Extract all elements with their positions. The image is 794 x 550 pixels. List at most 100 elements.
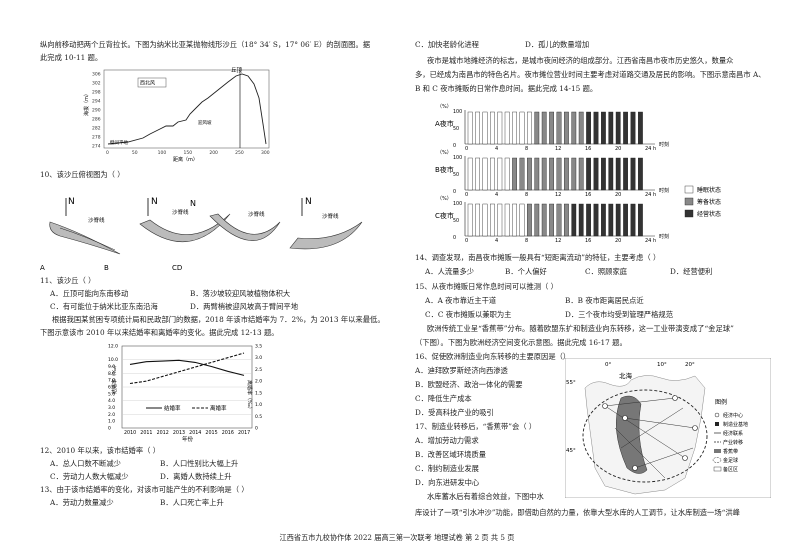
q15-option-b[interactable]: B．B 夜市距离居民点近 <box>565 296 644 305</box>
marriage-right-tick: 2.5 <box>255 367 262 373</box>
market-hour-bar <box>512 111 518 145</box>
q14-option-c[interactable]: C．照顾家庭 <box>585 267 628 276</box>
q12-option-c[interactable]: C．劳动力人数大幅减少 <box>50 472 129 481</box>
market-legend-swatch <box>684 197 694 206</box>
q15-option-a[interactable]: A．A 夜市靠近主干道 <box>425 296 497 305</box>
market-xtick: 0 <box>465 146 468 152</box>
market-hour-bar <box>593 111 599 145</box>
market-xtick: 20 <box>615 238 621 244</box>
market-label: B夜市 <box>435 165 454 174</box>
market-hour-bar <box>526 111 532 145</box>
market-ylabel: （%） <box>437 150 452 156</box>
q13-option-c[interactable]: C．加快老龄化进程 <box>415 40 479 49</box>
marriage-xtick: 2014 <box>189 430 201 436</box>
q17-option-b[interactable]: B．改善区域环境质量 <box>415 450 487 459</box>
wind-label: 西北风 <box>140 80 155 87</box>
market-ytick: 50 <box>453 172 459 178</box>
q11-option-c[interactable]: C．有可能位于纳米比亚东南沿海 <box>50 302 158 311</box>
q13-option-d[interactable]: D．孤儿的数量增加 <box>525 40 590 49</box>
dune-profile-line <box>107 73 267 145</box>
dune-ytick: 302 <box>92 81 101 87</box>
market-hour-bar <box>630 157 636 191</box>
market-label: A夜市 <box>435 119 454 128</box>
market-xtick: 0 <box>465 238 468 244</box>
lon-0: 0° <box>605 362 611 368</box>
market-hour-bar <box>637 157 643 191</box>
economic-centers <box>602 395 698 471</box>
q12-option-a[interactable]: A．总人口数不断减少 <box>50 459 121 468</box>
market-hour-bar <box>534 157 540 191</box>
q13-option-a[interactable]: A．劳动力数量减少 <box>50 498 114 507</box>
market-hour-bar <box>549 111 555 145</box>
legend-industry-transfer: 产业转移 <box>723 439 743 446</box>
market-hour-bar <box>586 157 591 191</box>
q15-option-c[interactable]: C．C 夜市摊贩以兼职为主 <box>425 310 512 319</box>
q17-option-d[interactable]: D．向东进研发中心 <box>415 478 480 487</box>
q16-option-b[interactable]: B．欧盟经济、政治一体化的需要 <box>415 380 523 389</box>
dune-xtick: 0 <box>106 150 109 156</box>
market-hour-bar <box>519 157 525 191</box>
market-hour-bar <box>490 111 495 145</box>
market-ytick: 0 <box>453 189 456 195</box>
banana-belt <box>616 395 648 474</box>
marriage-xtick: 2011 <box>140 430 152 436</box>
market-hour-bar <box>541 157 547 191</box>
intro-12-line2: 下图示意该市 2010 年以来结婚率和离婚率的变化。据此完成 12-13 题。 <box>40 328 279 337</box>
q12-option-d[interactable]: D．离婚人数持续上升 <box>160 472 232 481</box>
q14-option-d[interactable]: D．经营便利 <box>670 267 713 276</box>
q11-option-b[interactable]: B．落沙坡较迎风坡植物体积大 <box>190 289 291 298</box>
market-hour-bar <box>497 203 503 237</box>
market-hour-bar <box>586 203 591 237</box>
market-hour-bar <box>593 157 599 191</box>
market-hour-bar <box>637 203 643 237</box>
marriage-left-tick: 1.0 <box>108 419 115 425</box>
dune-ytick: 274 <box>92 144 101 150</box>
market-hour-bar <box>526 157 532 191</box>
q11-option-a[interactable]: A．丘顶可能向东南移动 <box>50 289 129 298</box>
market-xtick: 12 <box>555 192 561 198</box>
q17-option-a[interactable]: A．增加劳动力需求 <box>415 436 479 445</box>
marriage-xtick: 2010 <box>124 430 136 436</box>
legend-economic-center: 经济中心 <box>723 412 743 419</box>
market-hour-bar <box>482 111 488 145</box>
market-hour-bar <box>600 111 606 145</box>
market-hour-bar <box>475 157 481 191</box>
q15-option-d[interactable]: D．三个夜市均受到管理严格规范 <box>565 310 674 319</box>
q16-option-d[interactable]: D．受高科技产业的吸引 <box>415 408 494 417</box>
marriage-xlabel: 年份 <box>182 435 194 442</box>
q16-option-c[interactable]: C．降低生产成本 <box>415 394 472 403</box>
marriage-left-tick: 0 <box>108 426 111 432</box>
market-hour-bar <box>497 157 503 191</box>
market-hour-bar <box>534 203 540 237</box>
q13-option-b[interactable]: B．人口死亡率上升 <box>160 498 224 507</box>
market-xtick: 24 h <box>645 146 656 152</box>
marriage-left-tick: 9.0 <box>108 364 115 370</box>
dune-top-views: N 沙脊线 N 沙脊线 N 沙脊线 N 沙脊线 A B CD <box>40 197 363 272</box>
dune-ytick: 278 <box>92 135 101 141</box>
north-arrow-d: N <box>305 197 312 207</box>
option-label-cd: CD <box>172 264 182 272</box>
legend-divorce: 离婚率 <box>210 404 227 412</box>
q16-option-a[interactable]: A．迪拜欧罗斯经济向西渗透 <box>415 366 508 375</box>
market-ytick: 0 <box>453 235 456 241</box>
left-column: 纵向前移动把两个丘背拉长。下图为纳米比亚某抛物线形沙丘（18° 34′ S，17… <box>0 0 395 550</box>
right-column: C．加快老龄化进程 D．孤儿的数量增加 夜市是城市地摊经济的标志，是城市夜间经济… <box>405 0 794 550</box>
dune-ytick: 306 <box>92 72 101 78</box>
divorce-rate-line <box>129 352 245 385</box>
q12-option-b[interactable]: B．人口性别比大幅上升 <box>160 459 239 468</box>
north-arrow-b: N <box>151 197 158 207</box>
market-hour-bar <box>578 203 584 237</box>
north-sea-label: 北海 <box>619 371 633 380</box>
q14-option-b[interactable]: B．个人偏好 <box>505 267 547 276</box>
lon-20: 20° <box>685 362 695 368</box>
market-xtick: 8 <box>525 238 528 244</box>
market-hour-bar <box>608 203 614 237</box>
q14-option-a[interactable]: A．人流量多少 <box>425 267 475 276</box>
market-hour-bar <box>512 203 518 237</box>
lat-45: 45° <box>566 448 576 454</box>
intro-12-line1: 根据我国某贫困专项统计局和民政部门的数据，2018 年该市结婚率为 7．2%，为… <box>52 315 385 324</box>
dune-xtick: 100 <box>158 150 167 156</box>
market-hour-bar <box>504 111 510 145</box>
q11-option-d[interactable]: D．两臂梢被迎风坡高于臂间平地 <box>190 302 299 311</box>
q17-option-c[interactable]: C．制约制造业发展 <box>415 464 479 473</box>
